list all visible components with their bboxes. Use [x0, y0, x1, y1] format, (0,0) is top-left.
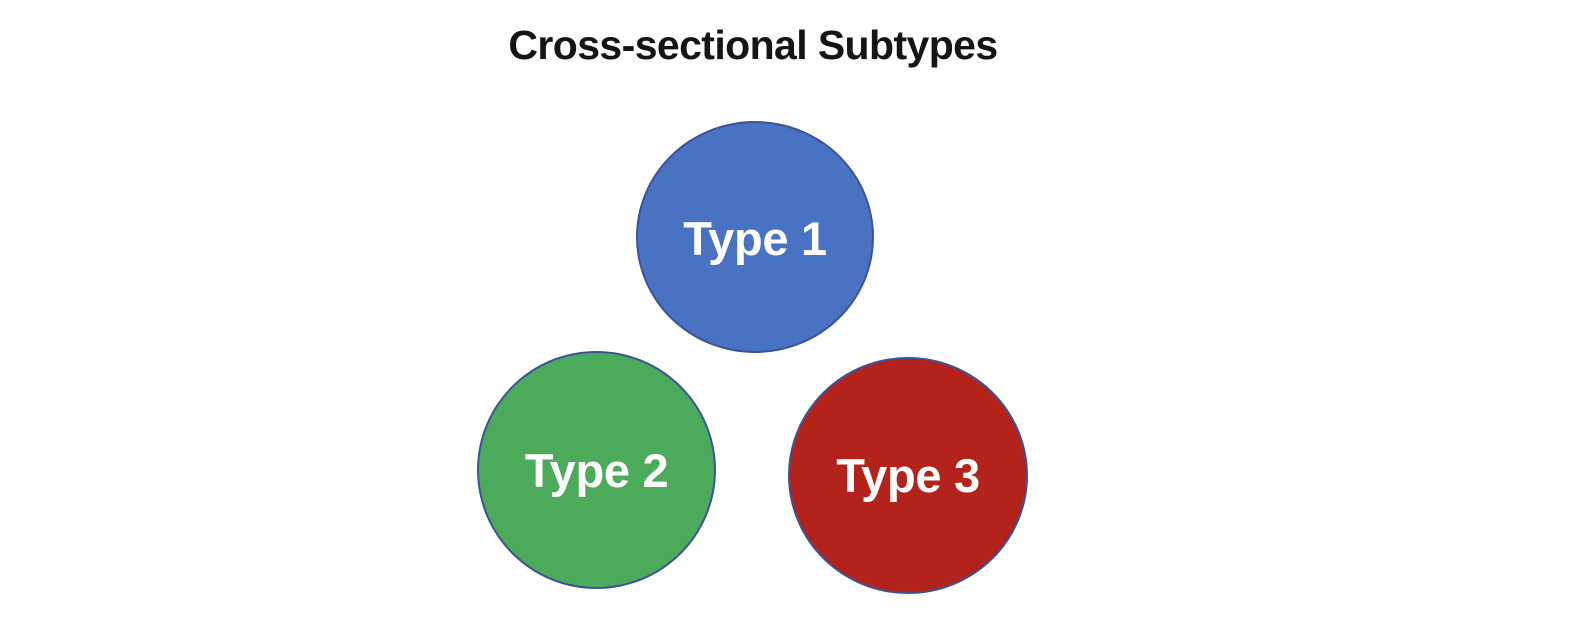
bubble-type-1-label: Type 1 [683, 211, 827, 265]
bubble-type-3-label: Type 3 [836, 449, 980, 502]
bubble-type-2[interactable]: Type 2 [477, 351, 716, 589]
bubble-type-1[interactable]: Type 1 [636, 121, 874, 353]
bubble-type-2-label: Type 2 [524, 443, 669, 497]
page-title: Cross-sectional Subtypes [508, 22, 998, 68]
bubble-type-3[interactable]: Type 3 [788, 357, 1028, 594]
